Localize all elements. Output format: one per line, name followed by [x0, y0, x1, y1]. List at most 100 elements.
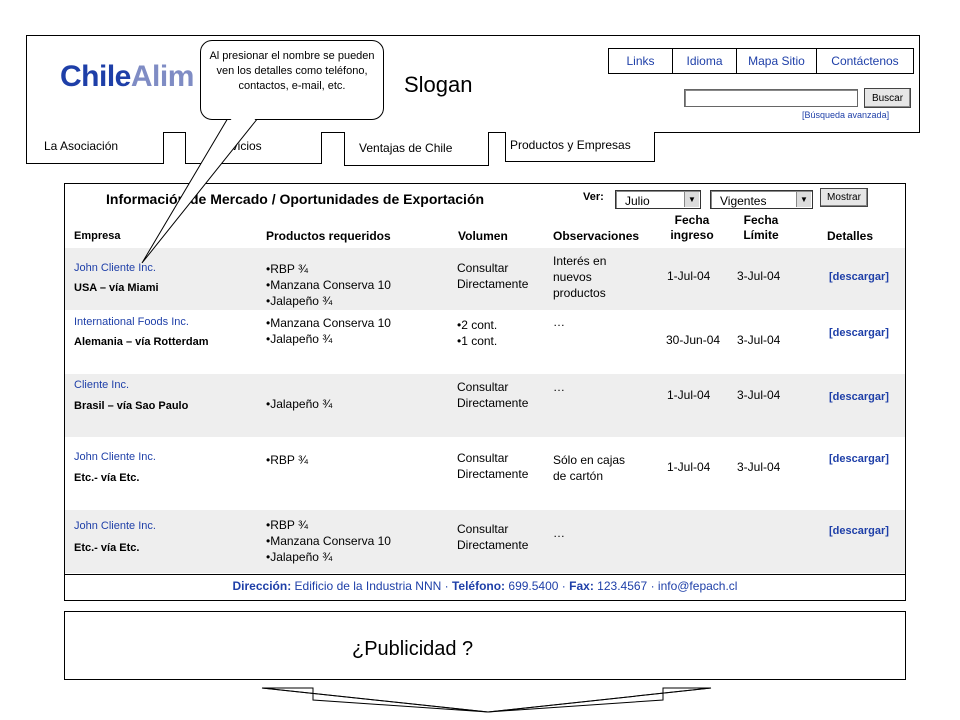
date-limit: 3-Jul-04 — [737, 269, 781, 283]
download-link[interactable]: [descargar] — [829, 271, 889, 283]
product-item: •Jalapeño ¾ — [266, 397, 333, 411]
volume-line: Directamente — [457, 396, 529, 410]
company-link[interactable]: John Cliente Inc. — [74, 520, 156, 532]
company-country: USA – vía Miami — [74, 282, 159, 294]
chevron-down-icon: ▼ — [684, 192, 699, 207]
volume-line: Directamente — [457, 467, 529, 481]
advertising-text: ¿Publicidad ? — [352, 638, 474, 660]
nav-tab-label: Productos y Empresas — [510, 138, 631, 152]
volume-line: •2 cont. — [457, 318, 498, 332]
date-in: 1-Jul-04 — [667, 388, 711, 402]
company-country: Etc.- vía Etc. — [74, 472, 140, 484]
company-link[interactable]: John Cliente Inc. — [74, 262, 156, 274]
panel-title: Información de Mercado / Oportunidades d… — [106, 191, 485, 207]
top-link-links[interactable]: Links — [609, 49, 673, 73]
products-list: •Manzana Conserva 10 •Jalapeño ¾ — [266, 315, 391, 347]
phone-value: 699.5400 — [508, 579, 559, 593]
date-in: 30-Jun-04 — [666, 333, 721, 347]
volume-line: •1 cont. — [457, 334, 498, 348]
volume-line: Directamente — [457, 277, 529, 291]
observation-line: productos — [553, 286, 606, 300]
company-country: Brasil – vía Sao Paulo — [74, 400, 189, 412]
show-button[interactable]: Mostrar — [820, 188, 868, 207]
nav-tab-ventajas[interactable]: Ventajas de Chile — [344, 132, 489, 166]
product-item: •Jalapeño ¾ — [266, 550, 333, 564]
site-logo[interactable]: ChileAlim — [60, 60, 194, 94]
col-header-productos: Productos requeridos — [266, 229, 391, 243]
col-header-volumen: Volumen — [458, 229, 508, 243]
nav-tab-label: Ventajas de Chile — [359, 141, 453, 155]
fax-value: 123.4567 — [597, 579, 648, 593]
download-link[interactable]: [descargar] — [829, 327, 889, 339]
status-select-value: Vigentes — [720, 194, 767, 208]
callout-tail-mask — [229, 117, 257, 134]
separator: · — [647, 579, 658, 593]
logo-text-part2: Alim — [130, 60, 195, 93]
col-header-fecha-ingreso: Fecha ingreso — [666, 213, 718, 243]
observations-cell: Sólo en cajas de cartón — [553, 452, 625, 484]
nav-tab-productos[interactable]: Productos y Empresas — [505, 132, 655, 162]
separator: · — [558, 579, 570, 593]
product-item: •Manzana Conserva 10 — [266, 534, 391, 548]
volume-cell: Consultar Directamente — [457, 379, 528, 411]
volume-cell: •2 cont. •1 cont. — [457, 317, 497, 349]
email-link[interactable]: info@fepach.cl — [657, 579, 738, 593]
volume-cell: Consultar Directamente — [457, 450, 528, 482]
observations-cell: … — [553, 315, 565, 329]
product-item: •Manzana Conserva 10 — [266, 316, 391, 330]
search-input[interactable] — [684, 89, 858, 107]
col-header-line: Límite — [743, 228, 779, 242]
phone-label: Teléfono: — [451, 579, 506, 593]
top-link-contactenos[interactable]: Contáctenos — [831, 54, 899, 68]
month-select-value: Julio — [625, 194, 650, 208]
volume-line: Consultar — [457, 380, 509, 394]
date-in: 1-Jul-04 — [667, 460, 711, 474]
site-slogan: Slogan — [404, 72, 473, 97]
top-link-mapa-sitio[interactable]: Mapa Sitio — [737, 49, 817, 73]
products-list: •RBP ¾ — [266, 452, 308, 468]
date-limit: 3-Jul-04 — [737, 388, 781, 402]
company-link[interactable]: International Foods Inc. — [74, 316, 189, 328]
fax-label: Fax: — [569, 579, 594, 593]
product-item: •Jalapeño ¾ — [266, 332, 333, 346]
observation-line: Sólo en cajas — [553, 453, 626, 467]
search-button[interactable]: Buscar — [864, 88, 911, 108]
download-link[interactable]: [descargar] — [829, 391, 889, 403]
status-select[interactable]: Vigentes ▼ — [710, 190, 813, 209]
products-list: •RBP ¾ •Manzana Conserva 10 •Jalapeño ¾ — [266, 261, 391, 309]
download-link[interactable]: [descargar] — [829, 453, 889, 465]
advanced-search-link[interactable]: [Búsqueda avanzada] — [802, 110, 890, 120]
top-links-bar: Links Idioma Mapa Sitio Contáctenos — [608, 48, 914, 74]
table-row — [65, 510, 905, 573]
nav-tab-label: La Asociación — [44, 139, 119, 153]
observations-cell: Interés en nuevos productos — [553, 253, 606, 301]
logo-text-part1: Chile — [60, 60, 131, 93]
table-row — [65, 248, 905, 310]
month-select[interactable]: Julio ▼ — [615, 190, 701, 209]
observation-line: Interés en — [553, 254, 607, 268]
download-link[interactable]: [descargar] — [829, 525, 889, 537]
col-header-line: Fecha — [674, 213, 710, 227]
product-item: •RBP ¾ — [266, 262, 308, 276]
volume-line: Consultar — [457, 522, 509, 536]
col-header-fecha-limite: Fecha Límite — [736, 213, 786, 243]
contact-footer: Dirección: Edificio de la Industria NNN … — [65, 579, 905, 593]
top-link-idioma[interactable]: Idioma — [673, 49, 737, 73]
address-value: Edificio de la Industria NNN — [294, 579, 442, 593]
chevron-down-icon: ▼ — [796, 192, 811, 207]
col-header-observaciones: Observaciones — [553, 229, 640, 243]
nav-tab-asociacion[interactable]: La Asociación — [26, 132, 164, 164]
company-country: Alemania – vía Rotterdam — [74, 336, 209, 348]
separator: · — [441, 579, 452, 593]
product-item: •RBP ¾ — [266, 518, 308, 532]
observations-cell: … — [553, 526, 565, 540]
company-country: Etc.- vía Etc. — [74, 542, 140, 554]
company-link[interactable]: John Cliente Inc. — [74, 451, 156, 463]
company-link[interactable]: Cliente Inc. — [74, 379, 130, 391]
table-row — [65, 374, 905, 437]
view-label: Ver: — [583, 191, 604, 203]
volume-line: Consultar — [457, 451, 509, 465]
date-limit: 3-Jul-04 — [737, 333, 781, 347]
address-label: Dirección: — [232, 579, 292, 593]
